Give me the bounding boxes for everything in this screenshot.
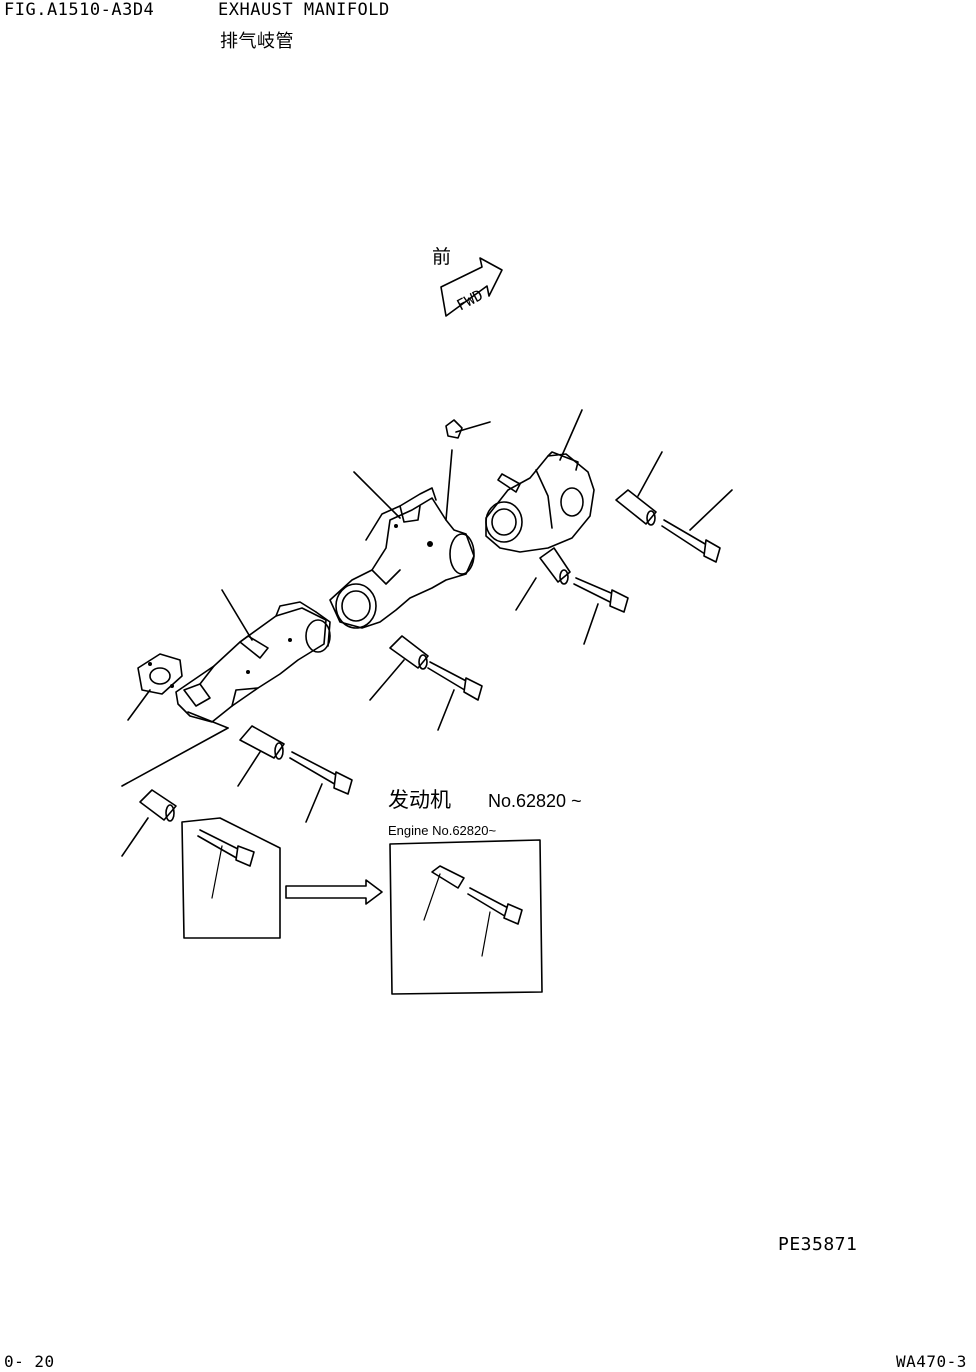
spacer-bolt-set [139,489,721,822]
manifold-rear [485,451,595,553]
change-arrow-icon [285,879,383,905]
drawing-code: PE35871 [778,1234,858,1255]
page-number: 0- 20 [4,1352,55,1371]
variant-note-cn-serial: No.62820 ~ [488,791,582,811]
box-after [389,839,543,995]
leader-lines [121,409,733,857]
manifold-front [175,601,331,723]
variant-note-cn: 发动机 [388,788,451,812]
plug-fitting [445,419,463,439]
page-title-cn: 排气岐管 [220,31,294,52]
fwd-cn-label: 前 [432,246,452,268]
box-before [181,817,281,939]
page-title: EXHAUST MANIFOLD [218,0,390,20]
flange-gasket [137,653,183,695]
manifold-center [329,449,475,629]
variant-note-en: Engine No.62820~ [388,823,497,838]
model-code: WA470-3 [896,1352,967,1371]
figure-id: FIG.A1510-A3D4 [4,0,155,20]
